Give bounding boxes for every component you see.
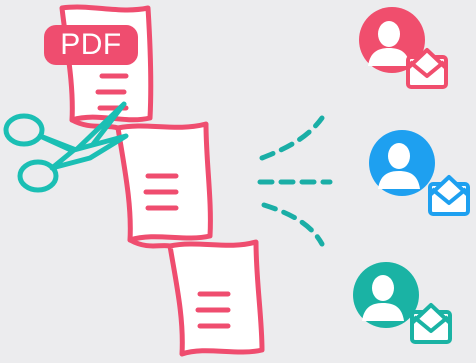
recipient-1 <box>359 7 448 89</box>
scissors-ring-lower <box>17 159 59 193</box>
envelope-open-icon <box>406 48 448 89</box>
user-avatar-icon <box>368 21 410 66</box>
scissors-blade-lower <box>49 133 129 171</box>
envelope-open-icon <box>410 303 452 344</box>
recipient-2 <box>369 130 470 216</box>
scissors-ring-upper <box>3 113 45 147</box>
document-page-2 <box>115 121 213 243</box>
recipient-3 <box>353 262 452 344</box>
envelope-open-icon <box>428 175 470 216</box>
user-avatar-icon <box>378 143 420 189</box>
user-avatar-icon <box>362 275 404 321</box>
split-line-bottom <box>261 202 325 247</box>
scissors-icon <box>3 101 129 193</box>
pdf-badge-background <box>44 25 138 65</box>
pdf-badge-label: PDF <box>60 28 122 61</box>
split-line-top <box>259 115 325 161</box>
document-curl-2 <box>127 237 173 249</box>
document-page-3 <box>167 239 265 357</box>
split-arrows-icon <box>257 115 333 247</box>
